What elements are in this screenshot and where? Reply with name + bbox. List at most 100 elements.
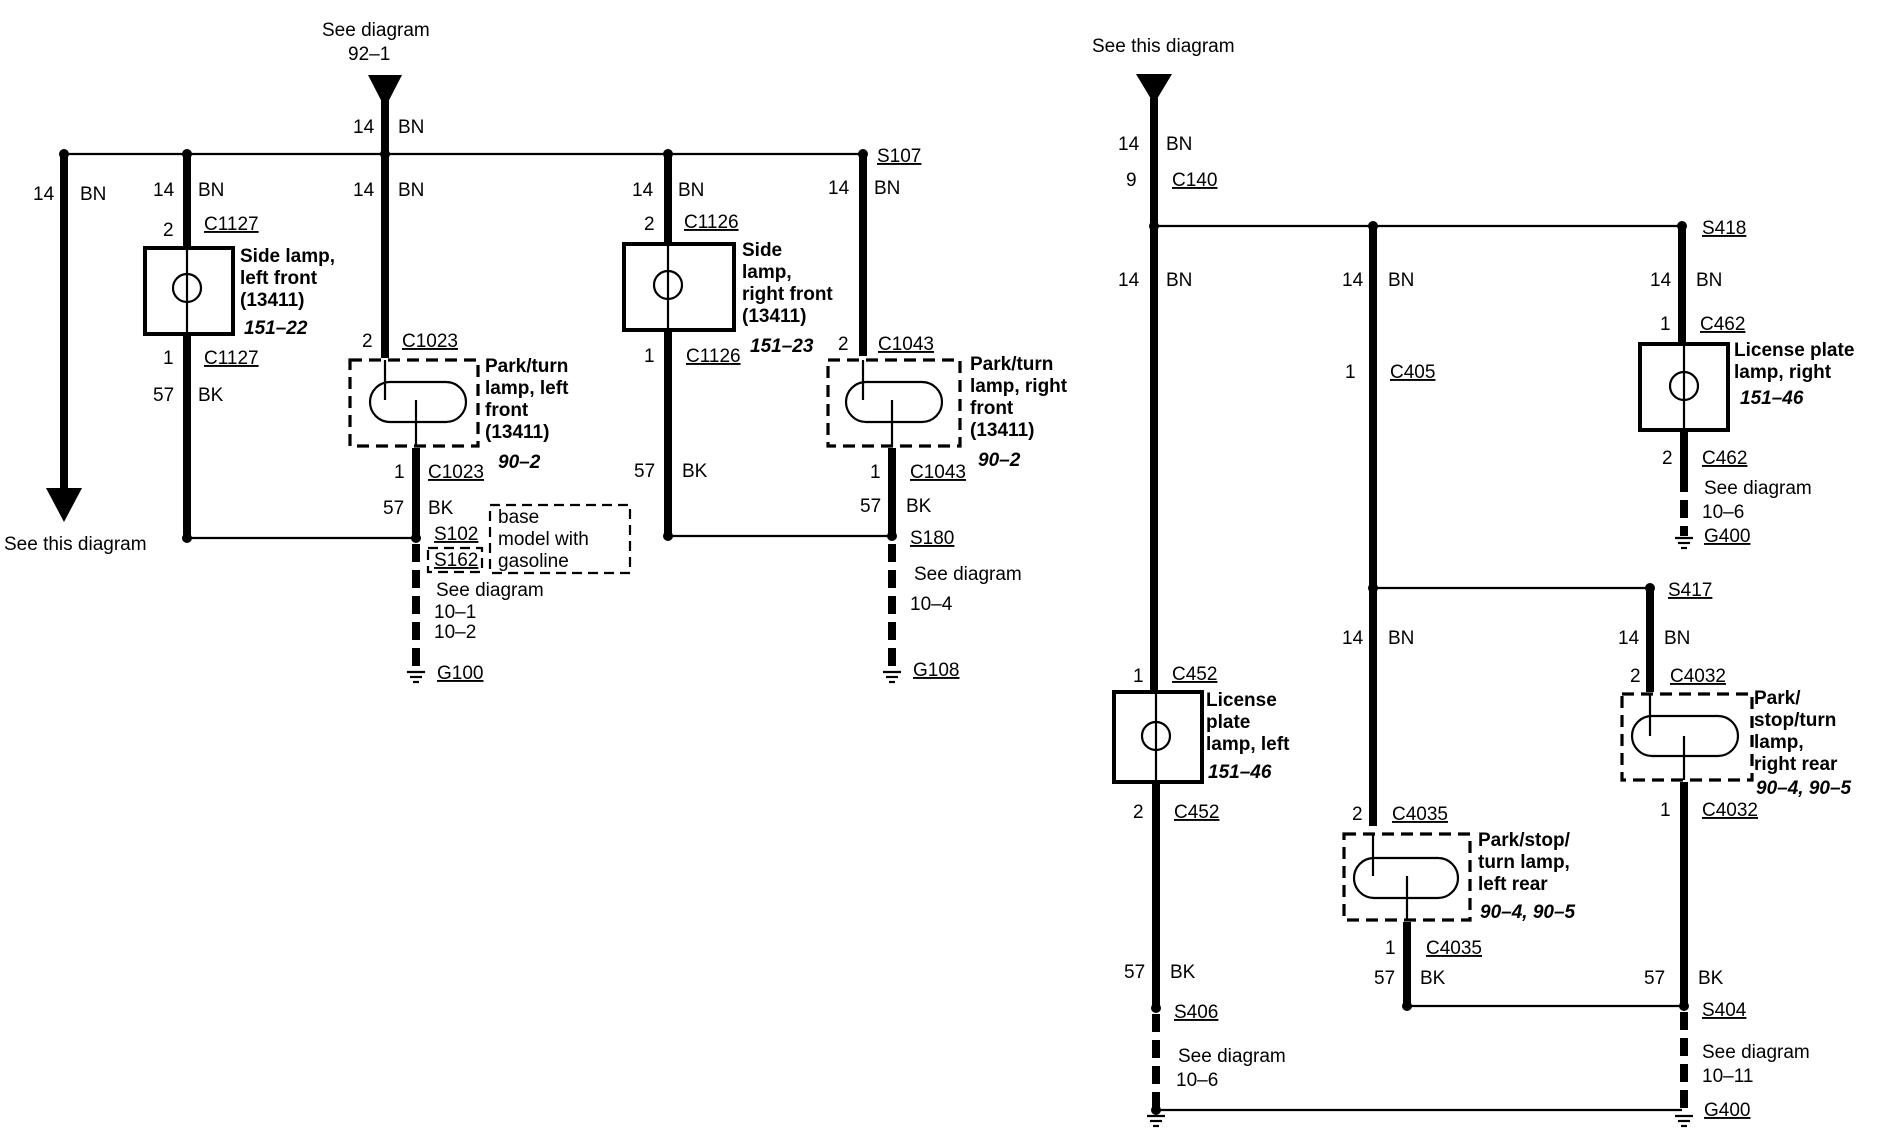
- wire-color: BN: [1166, 270, 1192, 291]
- wire-bot-gauge: 57: [383, 498, 404, 519]
- label-4: right rear: [1754, 754, 1838, 775]
- park-stop-turn-lamp-right-rear: 14 BN 2 C4032 Park/ stop/turn lamp, righ…: [1618, 588, 1852, 1128]
- s417: S417: [1668, 580, 1712, 601]
- pin-bot: 2: [1662, 448, 1673, 469]
- wire-bot-color: BK: [906, 496, 932, 517]
- ground: G100: [437, 663, 483, 684]
- label-3: lamp, left: [1206, 734, 1290, 755]
- down-arrow-icon: [46, 488, 82, 522]
- wire-gauge: 14: [1342, 270, 1364, 291]
- wire-bot-color: BK: [428, 498, 454, 519]
- see-2: 10–1: [434, 602, 476, 623]
- ref: 151–22: [244, 318, 308, 339]
- connector-top: C1126: [684, 212, 739, 233]
- splice-top: S107: [877, 146, 921, 167]
- splice2-box: [426, 546, 484, 574]
- label-4: (13411): [485, 422, 549, 443]
- ref: 151–46: [1208, 762, 1272, 783]
- top-ref-line2: 92–1: [348, 44, 390, 65]
- ref: 90–4, 90–5: [1756, 778, 1852, 799]
- label-1: License: [1206, 690, 1277, 711]
- connector-bot: C1127: [204, 348, 259, 369]
- connector-top: C462: [1700, 314, 1745, 335]
- wire-mid-gauge: 14: [1342, 628, 1364, 649]
- bulb-icon: [844, 380, 944, 424]
- ground-icon: [883, 670, 901, 684]
- license-plate-lamp-left: 14 BN 1 C452 License plate lamp, left 15…: [1112, 226, 1290, 1128]
- node: [887, 531, 897, 541]
- ground: G400: [1704, 1100, 1750, 1121]
- ground: G400: [1704, 526, 1750, 547]
- pin-bot: 1: [1385, 938, 1396, 959]
- connector-bot: C1043: [910, 462, 966, 483]
- main-feed-gauge: 14: [353, 117, 375, 138]
- wire-gauge: 14: [632, 180, 654, 201]
- connector-top: C1023: [402, 331, 458, 352]
- ref: 151–46: [1740, 388, 1804, 409]
- lamp-box: [1620, 692, 1754, 782]
- wire-color: BN: [198, 180, 224, 201]
- wire-bot-gauge: 57: [1374, 968, 1395, 989]
- top-ref-line1: See diagram: [322, 20, 430, 41]
- pin-top: 2: [1352, 804, 1363, 825]
- see-2: 10–11: [1702, 1066, 1753, 1087]
- wire-color: BN: [1664, 628, 1690, 649]
- side-lamp-right-front: 14 BN 2 C1126 Side lamp, right front (13…: [622, 154, 833, 541]
- label-2: lamp, left: [485, 378, 569, 399]
- label-1: License plate: [1734, 340, 1854, 361]
- wire-bot-color: BK: [198, 385, 224, 406]
- label-1: Park/turn: [970, 354, 1053, 375]
- see-1: See diagram: [1704, 478, 1812, 499]
- pin-bot: 1: [870, 462, 881, 483]
- pin-bot: 1: [1660, 800, 1671, 821]
- wire-bot-gauge: 57: [860, 496, 881, 517]
- splice1: S102: [434, 524, 478, 545]
- main-feed-color: BN: [398, 117, 424, 138]
- see-2: 10–6: [1702, 502, 1744, 523]
- wire-color: BN: [1696, 270, 1722, 291]
- park-turn-lamp-right-front: S107 14 BN 2 C1043 Park/turn lamp, right…: [826, 146, 1068, 684]
- label-2: stop/turn: [1754, 710, 1836, 731]
- see-3: 10–2: [434, 622, 476, 643]
- pin-bot: 1: [394, 462, 405, 483]
- c140-conn: C140: [1172, 170, 1217, 191]
- label-3: right front: [742, 284, 833, 305]
- connector-top: C1127: [204, 214, 259, 235]
- pin-top: 2: [838, 334, 849, 355]
- label-1: Park/: [1754, 688, 1801, 709]
- ref: 90–2: [498, 452, 541, 473]
- wire-gauge: 14: [153, 180, 175, 201]
- bulb-icon: [368, 380, 468, 424]
- label-3: front: [485, 400, 529, 421]
- feed-gauge: 14: [1118, 134, 1140, 155]
- pin-bot: 1: [644, 346, 655, 367]
- pin-top: 2: [362, 331, 373, 352]
- label-2: lamp,: [742, 262, 792, 283]
- wire-bot-gauge: 57: [1644, 968, 1665, 989]
- park-turn-lamp-left-front: 14 BN 2 C1023 Park/turn lamp, left front…: [348, 154, 632, 684]
- pin-top: 2: [163, 220, 174, 241]
- connector-bot: C1023: [428, 462, 484, 483]
- label-3: left rear: [1478, 874, 1548, 895]
- wire-bot-gauge: 57: [153, 385, 174, 406]
- pin-top: 1: [1133, 666, 1144, 687]
- c405: C405: [1390, 362, 1435, 383]
- side-lamp-left-front: 14 BN 2 C1127 Side lamp, left front (134…: [143, 154, 335, 543]
- label-2: left front: [240, 268, 318, 289]
- label-3: (13411): [240, 290, 304, 311]
- see-1: See diagram: [436, 580, 544, 601]
- connector-top: C452: [1172, 664, 1217, 685]
- lamp-box: [348, 358, 480, 448]
- bus-node: [1151, 1105, 1161, 1115]
- c140-pin: 9: [1126, 170, 1137, 191]
- label-1: Park/turn: [485, 356, 568, 377]
- lamp-box: [143, 246, 235, 336]
- right-diagram: See this diagram 14 BN 9 C140 S418 14 BN…: [1092, 36, 1854, 1128]
- wire-bot-color: BK: [1698, 968, 1724, 989]
- lamp-box: [622, 242, 736, 332]
- connector-bot: C452: [1174, 802, 1219, 823]
- label-2: lamp, right: [970, 376, 1068, 397]
- label-2: turn lamp,: [1478, 852, 1570, 873]
- top-ref: See this diagram: [1092, 36, 1235, 57]
- connector-top: C1043: [878, 334, 934, 355]
